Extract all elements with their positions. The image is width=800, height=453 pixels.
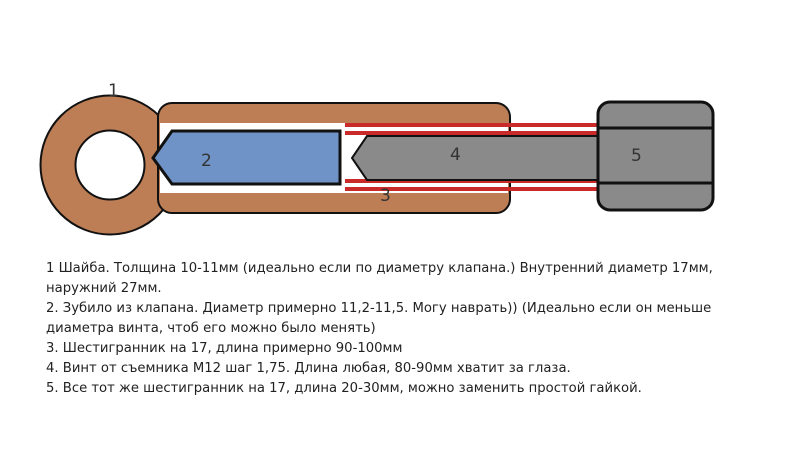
label-hex-long: 3	[380, 186, 391, 206]
label-hex-short: 5	[631, 146, 642, 166]
washer-ring	[41, 96, 179, 234]
washer	[39, 94, 181, 236]
note-line: наружний 27мм.	[46, 281, 162, 296]
label-chisel: 2	[201, 151, 212, 171]
note-line: диаметра винта, чтоб его можно было меня…	[46, 321, 376, 336]
note-line: 3. Шестигранник на 17, длина примерно 90…	[46, 341, 403, 356]
note-line: 4. Винт от съемника М12 шаг 1,75. Длина …	[46, 361, 571, 376]
chisel	[151, 129, 342, 186]
screw	[350, 135, 606, 181]
label-washer: 1	[108, 81, 119, 101]
note-line: 2. Зубило из клапана. Диаметр примерно 1…	[46, 301, 712, 316]
notes-list: 1 Шайба. Толщина 10-11мм (идеально если …	[46, 259, 776, 399]
hex-nut	[596, 100, 715, 212]
note-line: 1 Шайба. Толщина 10-11мм (идеально если …	[46, 261, 713, 276]
tool-diagram: 1 2 3 4 5	[39, 81, 715, 236]
note-line: 5. Все тот же шестигранник на 17, длина …	[46, 381, 642, 396]
label-screw: 4	[450, 145, 461, 165]
